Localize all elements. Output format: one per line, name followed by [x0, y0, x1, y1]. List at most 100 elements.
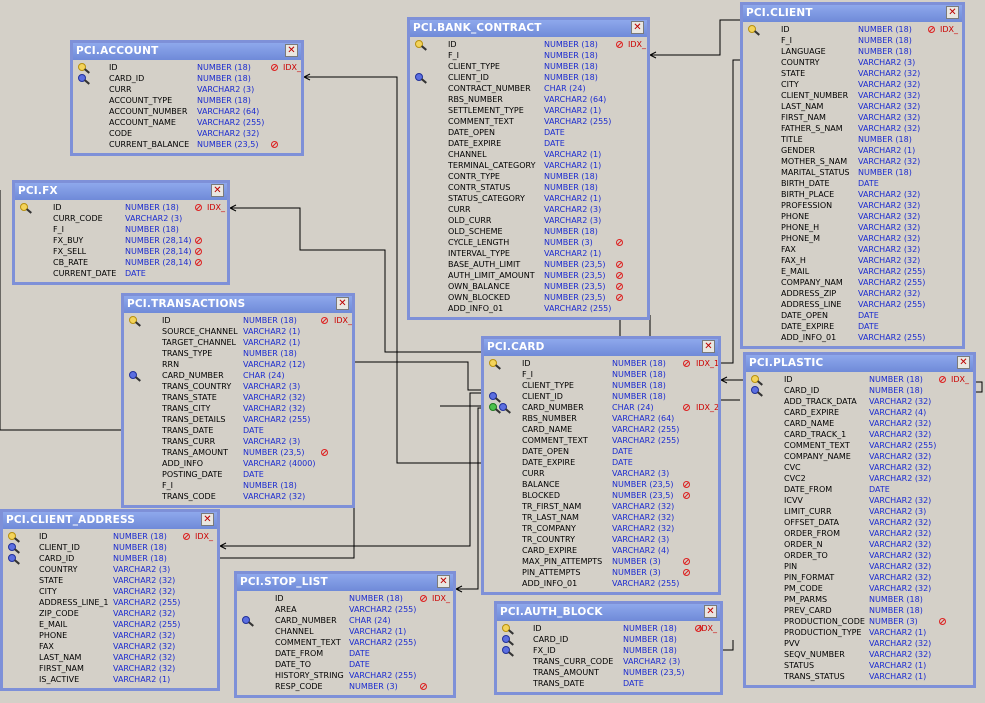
- close-icon[interactable]: ✕: [336, 297, 349, 310]
- table-title[interactable]: PCI.BANK_CONTRACT✕: [410, 20, 647, 37]
- table-title[interactable]: PCI.AUTH_BLOCK✕: [497, 604, 720, 621]
- table-title[interactable]: PCI.CLIENT_ADDRESS✕: [3, 512, 217, 529]
- close-icon[interactable]: ✕: [702, 340, 715, 353]
- close-icon[interactable]: ✕: [201, 513, 214, 526]
- close-icon[interactable]: ✕: [957, 356, 970, 369]
- table-title[interactable]: PCI.CLIENT✕: [743, 5, 962, 22]
